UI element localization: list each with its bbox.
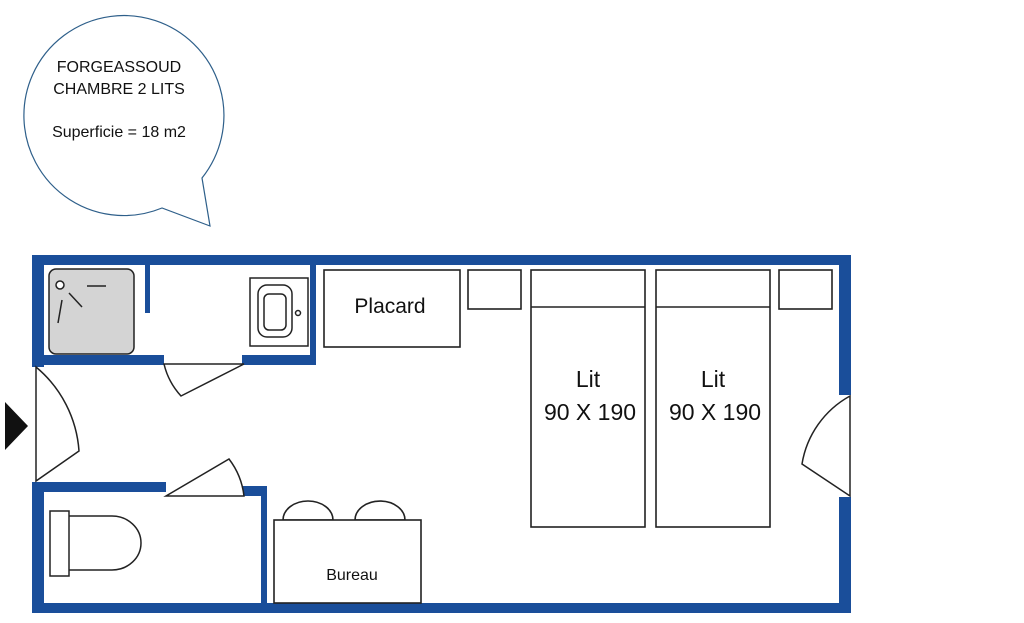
- bed-frame: [655, 269, 771, 528]
- chair: [354, 500, 406, 521]
- bathroom-walls: [44, 265, 316, 365]
- bureau-label: Bureau: [326, 567, 378, 584]
- nightstand: [778, 269, 833, 310]
- sink-icon: [249, 277, 309, 347]
- bubble-outline: [23, 14, 225, 227]
- chair: [282, 500, 334, 521]
- shower-icon: [48, 268, 135, 355]
- toilet-icon: [49, 510, 142, 577]
- desk: [273, 519, 422, 604]
- info-bubble: FORGEASSOUD CHAMBRE 2 LITS Superficie = …: [23, 14, 225, 227]
- bed-frame: [530, 269, 646, 528]
- bubble-subtitle: CHAMBRE 2 LITS: [53, 81, 185, 98]
- nightstand: [467, 269, 522, 310]
- doors: [35, 363, 851, 498]
- wc-walls: [44, 482, 267, 603]
- bubble-surface: Superficie = 18 m2: [52, 124, 186, 141]
- entrance-door: [35, 365, 80, 483]
- placard-label: Placard: [354, 295, 425, 318]
- balcony-door: [801, 394, 851, 498]
- bed1-size: 90 X 190: [544, 399, 636, 425]
- bathroom-door: [163, 363, 245, 397]
- outer-walls: [32, 255, 851, 613]
- bubble-title: FORGEASSOUD: [57, 59, 181, 76]
- bed1-label: Lit: [576, 366, 601, 392]
- bed2-label: Lit: [701, 366, 726, 392]
- bed2-size: 90 X 190: [669, 399, 761, 425]
- furniture: [273, 269, 833, 604]
- entrance-arrow-icon: [5, 402, 28, 450]
- wc-door: [163, 458, 245, 497]
- placard-box: [323, 269, 461, 348]
